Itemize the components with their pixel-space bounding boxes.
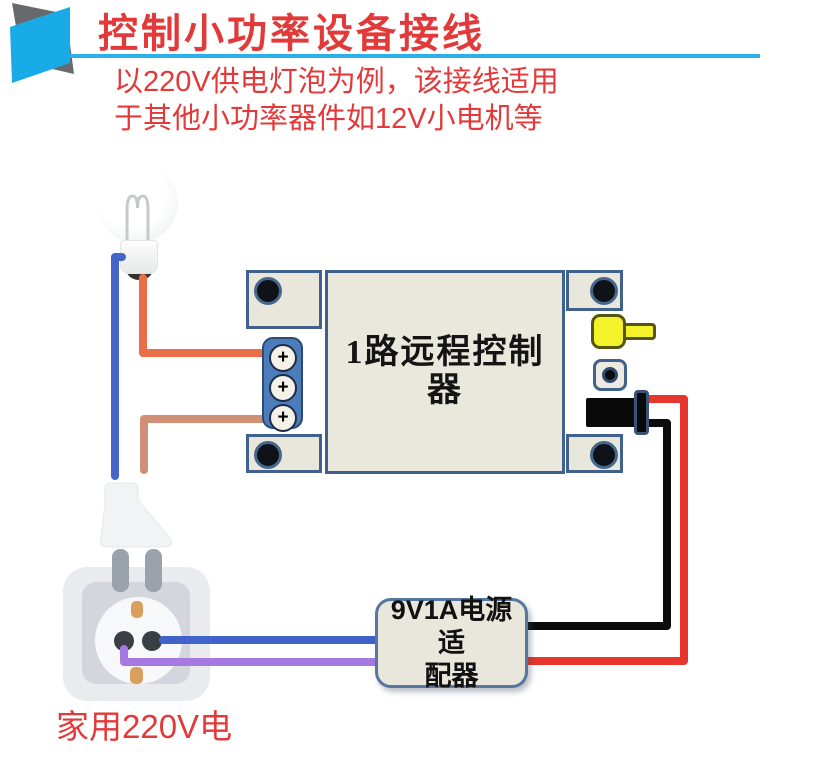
adapter-label-line-2: 配器 xyxy=(424,660,479,691)
flag-icon xyxy=(10,3,74,83)
mounting-hole-bottom-right xyxy=(590,441,618,469)
socket-clip-bottom xyxy=(130,667,143,684)
led-indicator-icon xyxy=(591,314,626,349)
dc-jack-tip xyxy=(634,390,649,435)
wire-bulb-to-plug-blue xyxy=(111,253,126,480)
controller-label-line-1: 1路远程控制 xyxy=(345,334,545,371)
socket-clip-top xyxy=(131,601,143,618)
title-divider xyxy=(70,54,760,58)
terminal-2: + xyxy=(269,374,297,402)
mounting-hole-top-right xyxy=(590,277,618,305)
plug-prong-left xyxy=(112,549,129,592)
subtitle-line-1: 以220V供电灯泡为例，该接线适用 xyxy=(114,66,559,98)
power-plug xyxy=(99,482,173,548)
subtitle: 以220V供电灯泡为例，该接线适用 于其他小功率器件如12V小电机等 xyxy=(114,64,559,138)
controller-label-line-2: 器 xyxy=(427,372,463,409)
adapter-label-line-1: 9V1A电源适 xyxy=(390,594,513,658)
dc-jack-body xyxy=(586,398,638,427)
bulb-filament-icon xyxy=(125,194,150,243)
bulb-screw-base xyxy=(120,240,158,274)
push-button-cap xyxy=(602,367,618,383)
push-button xyxy=(593,359,627,391)
socket-hole-right xyxy=(142,631,162,651)
terminal-3: + xyxy=(269,404,297,432)
socket-hole-left xyxy=(114,631,134,651)
mounting-hole-top-left xyxy=(254,277,282,305)
terminal-1: + xyxy=(269,344,297,372)
subtitle-line-2: 于其他小功率器件如12V小电机等 xyxy=(114,103,543,135)
power-adapter-box: 9V1A电源适 配器 xyxy=(375,595,528,691)
plug-prong-right xyxy=(145,549,162,592)
mounting-hole-bottom-left xyxy=(254,441,282,469)
mains-label: 家用220V电 xyxy=(56,708,233,745)
page-title: 控制小功率设备接线 xyxy=(98,12,485,56)
controller-body: 1路远程控制 器 xyxy=(325,270,565,474)
